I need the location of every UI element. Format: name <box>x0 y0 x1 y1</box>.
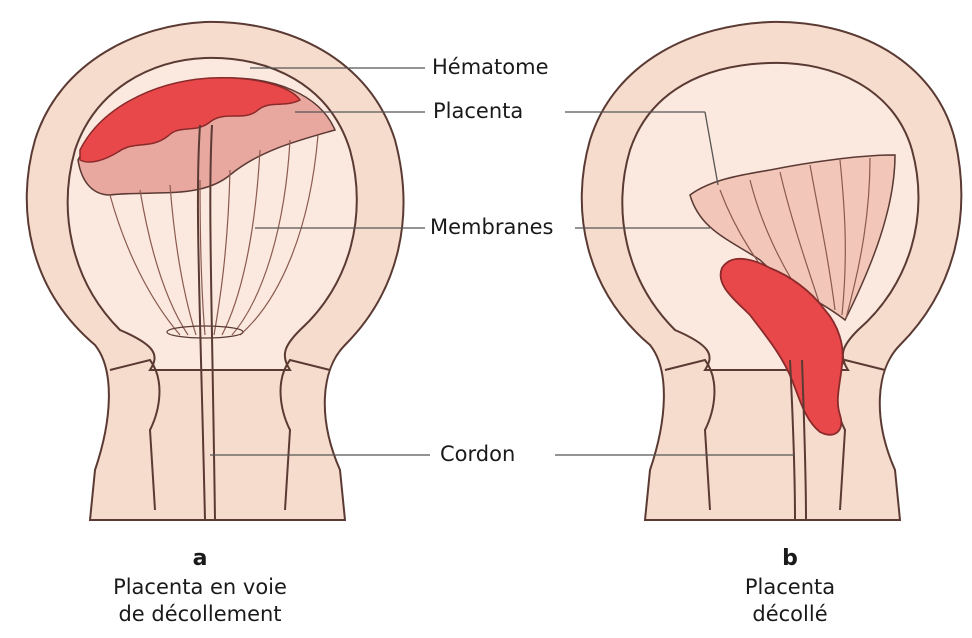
panel-b-caption-line2: décollé <box>690 601 890 628</box>
label-placenta: Placenta <box>433 101 523 122</box>
panel-a-caption-line2: de décollement <box>70 601 330 628</box>
panel-b-uterus <box>582 22 962 520</box>
caption-panel-a: a Placenta en voie de décollement <box>70 545 330 628</box>
caption-panel-b: b Placenta décollé <box>690 545 890 628</box>
label-membranes: Membranes <box>430 217 554 238</box>
label-cordon: Cordon <box>440 444 515 465</box>
panel-b-caption-line1: Placenta <box>690 574 890 601</box>
panel-a-uterus <box>27 22 404 520</box>
panel-a-letter: a <box>70 545 330 574</box>
panel-a-caption-line1: Placenta en voie <box>70 574 330 601</box>
label-hematome: Hématome <box>432 57 549 78</box>
panel-b-letter: b <box>690 545 890 574</box>
